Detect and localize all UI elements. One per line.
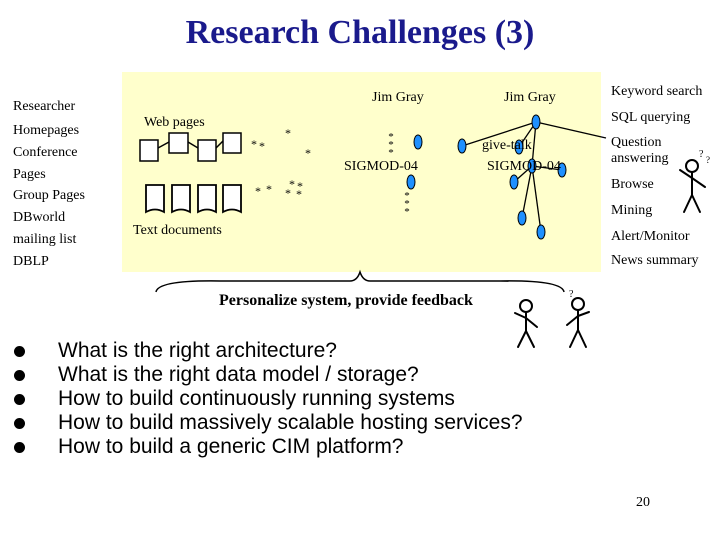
text-documents-label: Text documents: [133, 223, 222, 238]
star-marker: *: [388, 139, 394, 151]
service-browse: Browse: [611, 177, 654, 192]
star-column-1: * * *: [386, 131, 396, 159]
center-graph: [406, 134, 423, 190]
web-pages-label: Web pages: [144, 115, 205, 130]
source-group-pages: Group Pages: [13, 188, 85, 203]
star-marker: *: [297, 179, 303, 193]
text-documents-icon: [145, 184, 242, 214]
service-question-answering: Question answering: [611, 135, 669, 167]
diagram-panel: [122, 72, 601, 272]
star-marker: *: [388, 147, 394, 159]
service-mining: Mining: [611, 203, 653, 218]
jim-gray-label-1: Jim Gray: [372, 90, 424, 105]
star-marker: *: [404, 206, 410, 218]
feedback-brace-icon: [155, 269, 565, 293]
service-question-line2: answering: [611, 151, 669, 166]
star-marker: *: [388, 131, 394, 143]
bullet-icon: [14, 394, 25, 405]
sigmod-label-2: SIGMOD-04: [487, 159, 561, 174]
person-icon-left: [514, 299, 538, 348]
question-text: How to build continuously running system…: [58, 387, 455, 410]
question-item: What is the right data model / storage?: [14, 363, 523, 387]
question-text: How to build a generic CIM platform?: [58, 435, 404, 458]
star-marker: *: [266, 182, 272, 196]
person-icon-right: ?: [566, 289, 590, 348]
question-item: How to build massively scalable hosting …: [14, 411, 523, 435]
bullet-icon: [14, 418, 25, 429]
source-mailing-list: mailing list: [13, 232, 77, 247]
question-list: What is the right architecture? What is …: [14, 339, 523, 459]
sigmod-label-1: SIGMOD-04: [344, 159, 418, 174]
give-talk-label: give-talk: [482, 138, 532, 153]
source-dblp: DBLP: [13, 254, 49, 269]
slide-title: Research Challenges (3): [185, 14, 535, 51]
right-graph-nodes: [457, 114, 567, 240]
star-marker: *: [259, 139, 265, 153]
question-item: What is the right architecture?: [14, 339, 523, 363]
svg-text:?: ?: [569, 289, 574, 300]
service-news-summary: News summary: [611, 253, 699, 268]
star-marker: *: [404, 198, 410, 210]
star-marker: *: [289, 177, 295, 191]
star-marker: *: [305, 146, 311, 160]
service-alert-monitor: Alert/Monitor: [611, 229, 690, 244]
star-marker: *: [255, 184, 261, 198]
star-marker: *: [296, 187, 302, 201]
source-homepages: Homepages: [13, 123, 80, 138]
question-text: What is the right data model / storage?: [58, 363, 419, 386]
bullet-icon: [14, 346, 25, 357]
source-researcher: Researcher: [13, 99, 76, 114]
source-pages: Pages: [13, 167, 46, 182]
web-pages-icon: [139, 132, 242, 162]
star-column-2: * * *: [402, 190, 412, 218]
star-marker: *: [285, 126, 291, 140]
bullet-icon: [14, 370, 25, 381]
star-marker: *: [285, 186, 291, 200]
jim-gray-label-2: Jim Gray: [504, 90, 556, 105]
star-marker: *: [251, 137, 257, 151]
question-item: How to build continuously running system…: [14, 387, 523, 411]
question-text: How to build massively scalable hosting …: [58, 411, 523, 434]
thinking-person-icon: ? ?: [679, 149, 710, 213]
svg-text:?: ?: [706, 155, 710, 165]
feedback-label: Personalize system, provide feedback: [219, 292, 473, 309]
question-item: How to build a generic CIM platform?: [14, 435, 523, 459]
source-dbworld: DBworld: [13, 210, 66, 225]
service-question-line1: Question: [611, 135, 662, 150]
service-keyword-search: Keyword search: [611, 84, 703, 99]
service-sql-querying: SQL querying: [611, 110, 691, 125]
source-conference: Conference: [13, 145, 78, 160]
star-marker: *: [404, 190, 410, 202]
svg-text:?: ?: [699, 149, 704, 160]
question-text: What is the right architecture?: [58, 339, 337, 362]
page-number: 20: [636, 495, 650, 510]
bullet-icon: [14, 442, 25, 453]
